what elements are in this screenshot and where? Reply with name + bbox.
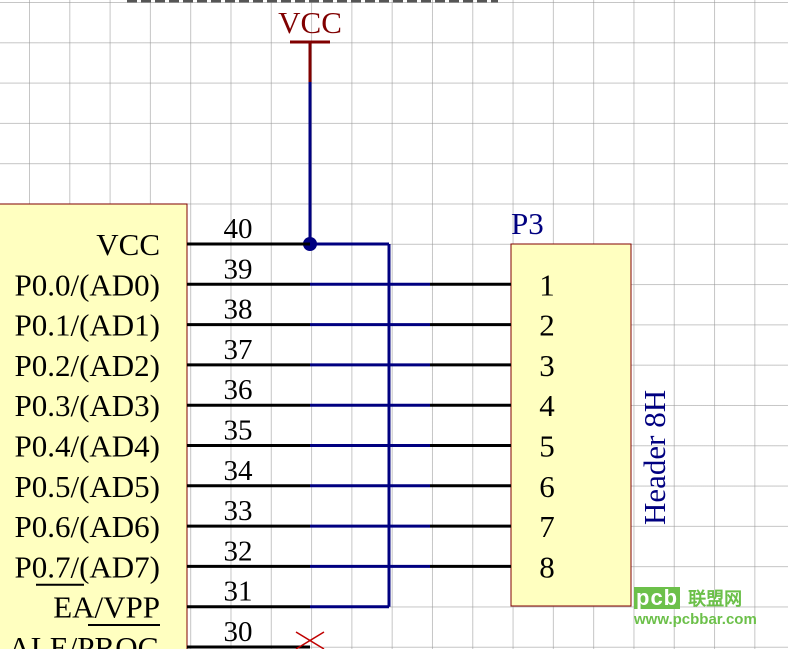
mcu-pin-number: 32	[224, 535, 253, 567]
mcu-pin-name: P0.2/(AD2)	[14, 348, 160, 383]
watermark-logo-text: pcb	[634, 585, 681, 610]
wire-group	[310, 242, 430, 609]
mcu-pin-name: P0.7/(AD7)	[14, 549, 160, 584]
header-pin-number: 1	[539, 267, 555, 302]
mcu-pin-name: P0.0/(AD0)	[14, 267, 160, 302]
mcu-pin-name: P0.3/(AD3)	[14, 388, 160, 423]
header-pin-number: 6	[539, 469, 555, 504]
no-erc-marker-stroke	[295, 631, 325, 649]
mcu-pin-number: 35	[224, 415, 253, 447]
mcu-pin-number: 30	[224, 616, 253, 648]
mcu-pin-group: 40 VCC 39 P0.0/(AD0) 38 P0.1/(AD1) 37 P0.2/(AD2…	[8, 213, 310, 649]
mcu-body[interactable]	[0, 203, 188, 649]
mcu-pin-number: 39	[224, 253, 253, 285]
mcu-pin-number: 31	[224, 576, 253, 608]
watermark-name: 联盟网	[688, 589, 743, 610]
vcc-port-label: VCC	[278, 5, 342, 40]
header-pin-number: 3	[539, 348, 555, 383]
mcu-pin-name: P0.6/(AD6)	[14, 509, 160, 544]
mcu-pin-number: 34	[224, 455, 254, 487]
watermark-logo: pcb 联盟网	[634, 585, 742, 611]
watermark-url: www.pcbbar.com	[634, 611, 757, 628]
mcu-pin-number: 38	[224, 294, 253, 326]
mcu-pin-name: EA/VPP	[53, 590, 160, 625]
mcu-pin-number: 40	[224, 213, 253, 245]
mcu-pin-number: 33	[224, 495, 253, 527]
mcu-pin-number: 36	[224, 374, 253, 406]
header-pin-number: 4	[539, 388, 555, 423]
mcu-pin-name: P0.1/(AD1)	[14, 308, 160, 343]
header-body[interactable]	[510, 243, 632, 607]
header-comment: Header 8H	[637, 390, 672, 525]
mcu-pin-name: ALE/PROG	[8, 630, 160, 649]
header-pin-number: 8	[539, 549, 555, 584]
header-pin-number: 5	[539, 429, 555, 464]
mcu-pin-name: P0.5/(AD5)	[14, 469, 160, 504]
header-pin-number: 7	[539, 509, 555, 544]
watermark: pcb 联盟网 www.pcbbar.com	[634, 585, 784, 635]
header-pin-group: 1 2 3 4 5 6 7 8	[430, 267, 555, 584]
mcu-pin-name: P0.4/(AD4)	[14, 429, 160, 464]
header-pin-number: 2	[539, 308, 555, 343]
mcu-pin-number: 37	[224, 334, 253, 366]
mcu-pin-name: VCC	[96, 227, 160, 262]
header-designator: P3	[511, 206, 544, 241]
